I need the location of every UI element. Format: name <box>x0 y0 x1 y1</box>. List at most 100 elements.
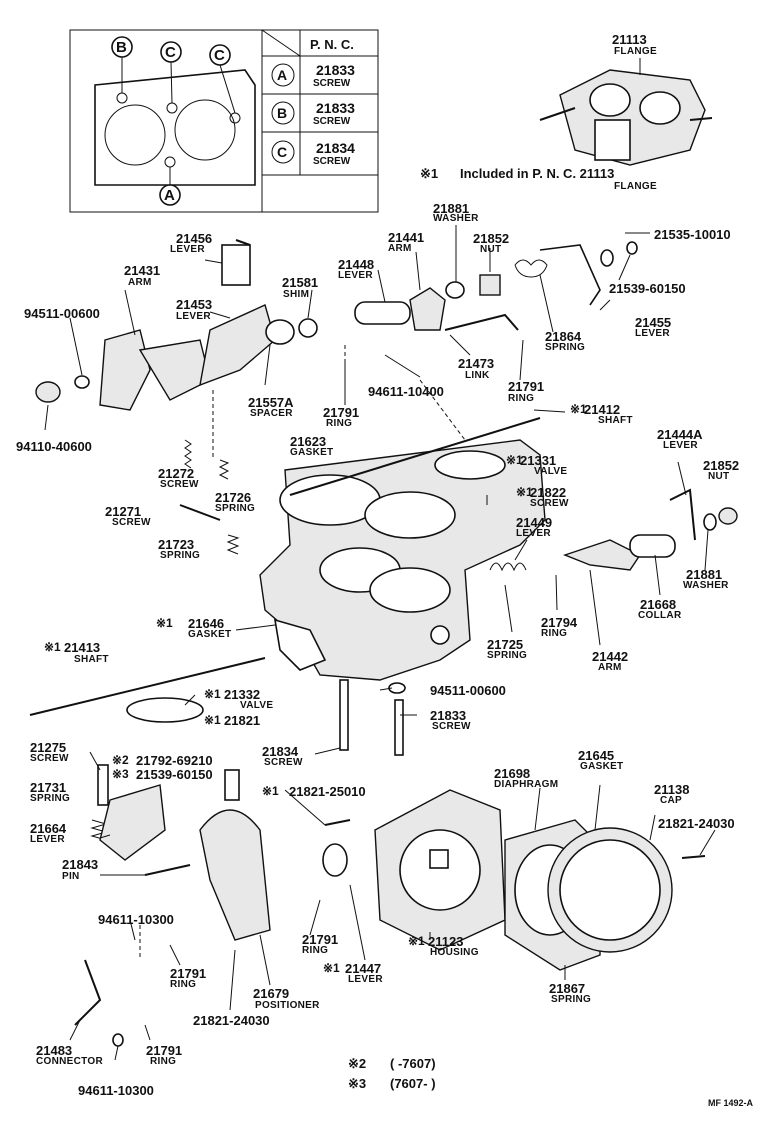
arm-21442-icon <box>562 539 642 571</box>
part-number-21646: 21646 <box>188 616 225 631</box>
part-number-21792: 21792-69210 <box>136 753 213 768</box>
table-name-b: SCREW <box>313 116 351 127</box>
gasket-callout-a: A <box>164 187 175 204</box>
part-name-21791a: RING <box>508 393 535 404</box>
part-number-21731: 21731 <box>30 780 67 795</box>
part-number-21821b: 21821-25010 <box>289 784 366 799</box>
table-key-a: A <box>277 67 288 83</box>
throttle-body-icon <box>259 417 546 681</box>
part-number-21412: 21412 <box>584 402 621 417</box>
part-number-21668: 21668 <box>640 597 677 612</box>
part-name-21275: SCREW <box>30 753 69 764</box>
part-number-21881a: 21881 <box>433 201 470 216</box>
part-name-21456: LEVER <box>170 244 205 255</box>
part-number-21726: 21726 <box>215 490 252 505</box>
part-number-21791b: 21791 <box>323 405 360 420</box>
part-note-mark-21822: ※1 <box>516 485 533 499</box>
part-name-21138: CAP <box>660 795 683 806</box>
note2-text: ( -7607) <box>390 1056 436 1071</box>
part-name-21867: SPRING <box>551 994 592 1005</box>
part-number-21822: 21822 <box>530 485 567 500</box>
part-name-21447: LEVER <box>348 974 383 985</box>
valve-21332-icon <box>126 697 204 723</box>
part-number-21447: 21447 <box>345 961 382 976</box>
part-name-21725: SPRING <box>487 650 528 661</box>
table-pnc-c: 21834 <box>316 140 355 156</box>
diaphragm-assembly-icon <box>322 789 706 971</box>
part-number-21123: 21123 <box>428 934 464 949</box>
part-name-21881a: WASHER <box>433 213 479 224</box>
part-number-21881b: 21881 <box>686 567 723 582</box>
spring-21726-icon <box>218 459 230 480</box>
screw-21272-icon <box>184 439 192 469</box>
part-name-21852a: NUT <box>480 244 502 255</box>
note1-mark: ※1 <box>420 166 439 181</box>
part-number-21833: 21833 <box>430 708 467 723</box>
part-name-21581: SHIM <box>283 289 310 300</box>
part-number-94511b: 94511-00600 <box>430 683 506 698</box>
part-name-21113: FLANGE <box>614 46 657 57</box>
part-name-21441: ARM <box>388 243 412 254</box>
table-pnc-a: 21833 <box>316 62 355 78</box>
part-number-21535: 21535-10010 <box>654 227 731 242</box>
part-name-21731: SPRING <box>30 793 71 804</box>
part-number-21791e: 21791 <box>146 1043 183 1058</box>
part-number-21272: 21272 <box>158 466 195 481</box>
table-key-b: B <box>277 105 288 121</box>
note1-text: Included in P. N. C. 21113 <box>460 166 615 181</box>
part-name-21431: ARM <box>128 277 152 288</box>
part-name-21664: LEVER <box>30 834 65 845</box>
part-name-21623: GASKET <box>290 447 334 458</box>
part-name-21332: VALVE <box>240 700 274 711</box>
part-number-21864: 21864 <box>545 329 582 344</box>
part-name-21791e: RING <box>150 1056 177 1067</box>
part-note-mark-21821a: ※1 <box>204 713 221 727</box>
part-number-21456: 21456 <box>176 231 213 246</box>
part-name-21645: GASKET <box>580 761 624 772</box>
lever-21664-icon <box>99 784 166 861</box>
table-name-a: SCREW <box>313 78 351 89</box>
part-name-21726: SPRING <box>215 503 256 514</box>
part-number-94611b: 94611-10300 <box>98 912 174 927</box>
part-number-21557: 21557A <box>248 395 294 410</box>
part-number-21852a: 21852 <box>473 231 510 246</box>
part-note-mark-21821b: ※1 <box>262 784 279 798</box>
figure-code: MF 1492-A <box>708 1098 754 1108</box>
part-number-21441: 21441 <box>388 230 425 245</box>
gasket-callout-c1: C <box>165 44 176 61</box>
part-name-21455: LEVER <box>635 328 670 339</box>
part-name-21473: LINK <box>465 370 490 381</box>
part-number-21821a: 21821 <box>224 713 261 728</box>
part-note-mark-21792: ※2 <box>112 753 129 767</box>
part-note-mark-21447: ※1 <box>323 961 340 975</box>
part-name-21791b: RING <box>326 418 353 429</box>
part-number-21483: 21483 <box>36 1043 73 1058</box>
part-note-mark-21413: ※1 <box>44 640 61 654</box>
part-number-21138: 21138 <box>654 782 690 797</box>
linkage-middle-icon <box>354 241 638 331</box>
part-name-21864: SPRING <box>545 342 586 353</box>
part-name-21881b: WASHER <box>683 580 729 591</box>
part-name-21272: SCREW <box>160 479 199 490</box>
screw-21271-icon <box>179 504 221 521</box>
part-number-21413: 21413 <box>64 640 101 655</box>
part-name-21794: RING <box>541 628 568 639</box>
part-name-21723: SPRING <box>160 550 201 561</box>
connector-icon <box>74 959 102 1026</box>
part-name-21448: LEVER <box>338 270 373 281</box>
spring-21723-icon <box>226 534 240 555</box>
part-note-mark-21331: ※1 <box>506 453 523 467</box>
flange-icon <box>539 69 713 166</box>
table-name-c: SCREW <box>313 156 351 167</box>
part-name-21843: PIN <box>62 871 80 882</box>
gasket-callout-b: B <box>116 39 127 56</box>
part-note-mark-21123: ※1 <box>408 934 425 948</box>
part-name-21679: POSITIONER <box>255 1000 320 1011</box>
part-number-21867: 21867 <box>549 981 586 996</box>
part-number-21431: 21431 <box>124 263 161 278</box>
positioner-icon <box>199 809 271 941</box>
part-number-21852b: 21852 <box>703 458 740 473</box>
gasket-callout-c2: C <box>214 47 225 64</box>
